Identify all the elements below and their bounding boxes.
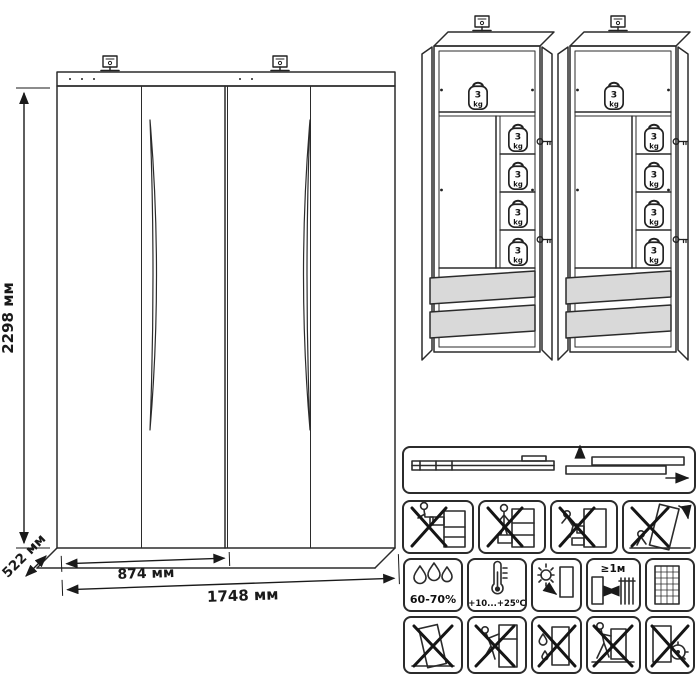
screw-marks xyxy=(69,78,253,80)
icon-no-tilt xyxy=(403,616,463,674)
prohibition-cross xyxy=(537,624,577,668)
prohibition-cross xyxy=(486,506,524,548)
grid-mesh xyxy=(654,565,680,605)
icon-keep-from-sunlight xyxy=(531,558,582,612)
door-handle-groove xyxy=(302,119,311,431)
prohibition-cross xyxy=(592,624,634,668)
icon-no-sitting-on-drawer xyxy=(402,500,474,554)
dim-full-width-label: 1748 мм xyxy=(207,585,279,605)
water-drops-icon xyxy=(413,562,453,585)
icon-humidity: 60-70% xyxy=(403,558,463,612)
icon-no-climbing xyxy=(550,500,618,554)
icon-no-moving-assembled xyxy=(586,616,641,674)
icon-no-standing-on-drawer xyxy=(478,500,546,554)
temperature-label: +10...+25⁰C xyxy=(468,599,526,609)
icon-tip-over-hazard xyxy=(622,500,696,554)
dim-height: 2298 мм xyxy=(0,87,50,549)
dim-half-width-label: 874 мм xyxy=(117,565,175,583)
prohibition-cross xyxy=(650,624,690,668)
icon-telescopic-drawer-slide xyxy=(402,444,696,494)
icon-temperature: +10...+25⁰C xyxy=(467,558,527,612)
prohibition-cross xyxy=(630,506,670,548)
radiator-icon xyxy=(618,577,636,605)
humidity-label: 60-70% xyxy=(410,593,456,606)
icon-no-leaning xyxy=(467,616,527,674)
prohibition-cross xyxy=(412,624,454,668)
care-panel: 60-70% +10...+25⁰C xyxy=(402,444,696,674)
icon-ventilation-grid xyxy=(645,558,695,612)
dim-height-label: 2298 мм xyxy=(0,282,17,354)
icon-no-power-tools xyxy=(645,616,695,674)
icon-radiator-distance: ≥1м xyxy=(586,558,641,612)
min-distance-label: ≥1м xyxy=(601,563,626,575)
icon-no-wet-cleaning xyxy=(531,616,582,674)
prohibition-cross xyxy=(558,506,596,548)
prohibition-cross xyxy=(474,624,516,668)
dim-widths: 874 мм 1748 мм xyxy=(60,551,400,606)
thermometer-icon xyxy=(491,560,508,595)
prohibition-cross xyxy=(410,506,448,548)
door-handle-groove xyxy=(149,119,158,431)
